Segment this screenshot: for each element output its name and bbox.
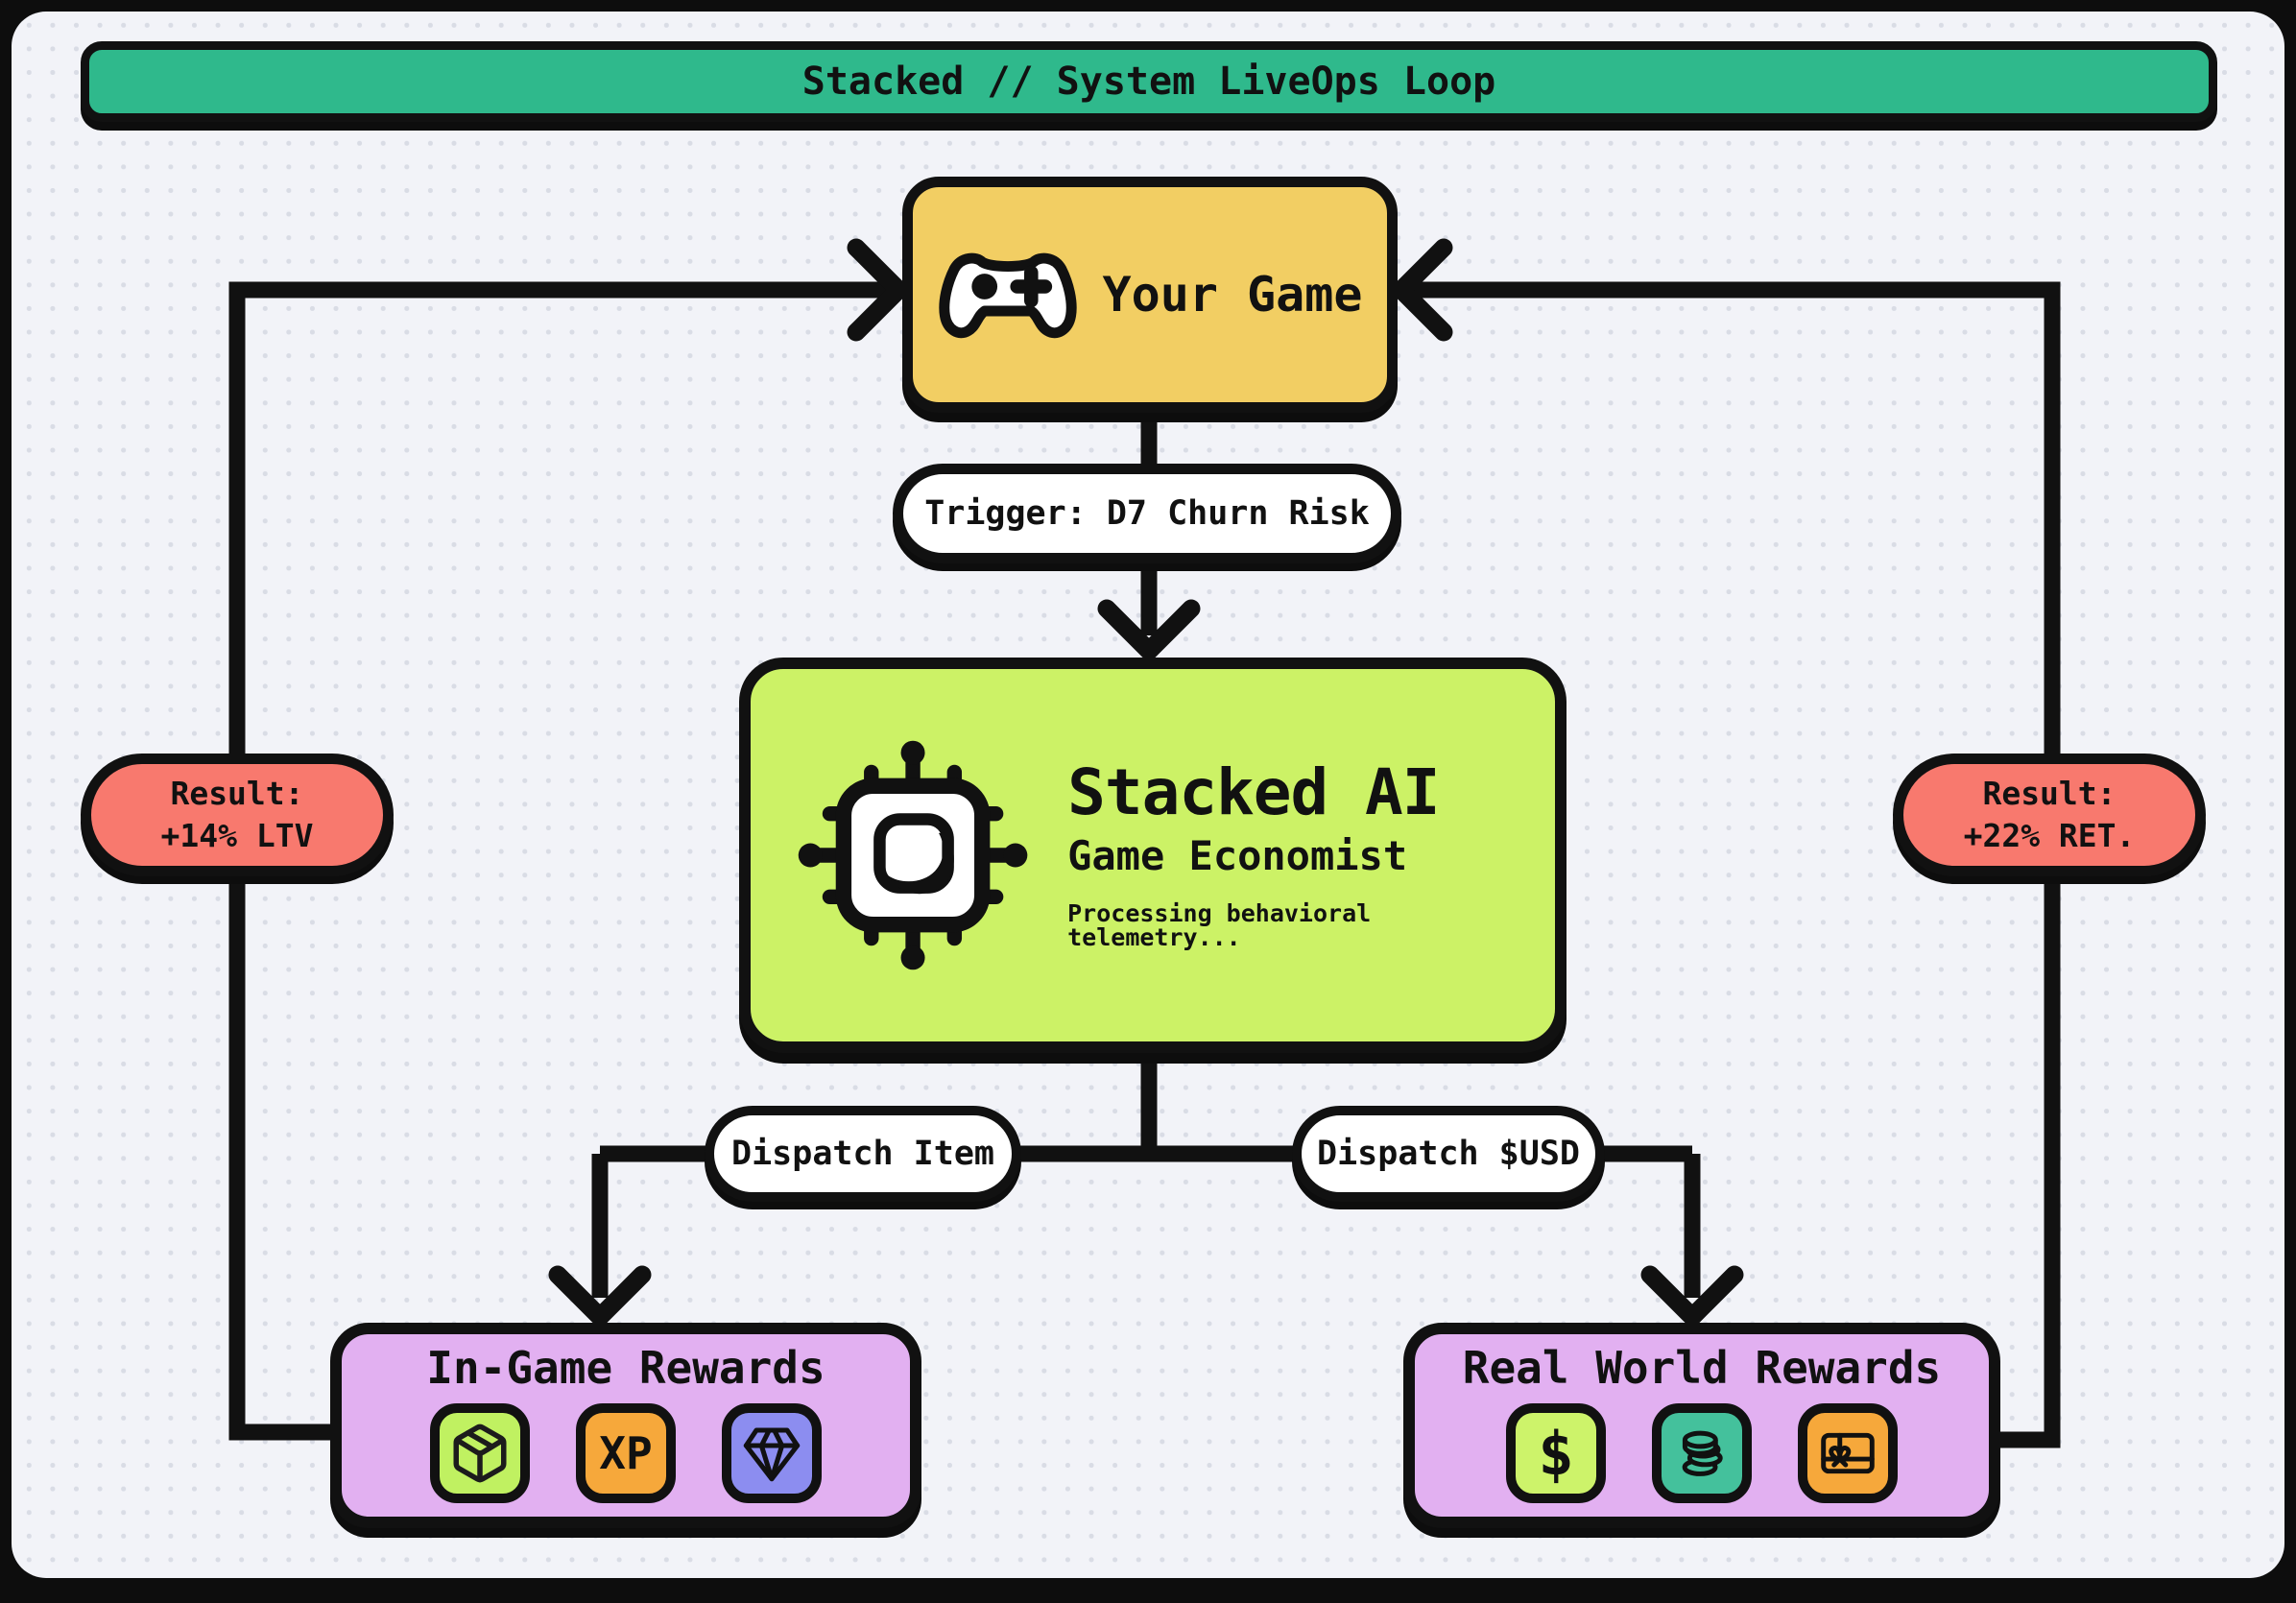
title-banner: Stacked // System LiveOps Loop bbox=[81, 41, 2217, 122]
real-world-rewards-title: Real World Rewards bbox=[1462, 1342, 1942, 1394]
dispatch-item-pill: Dispatch Item bbox=[705, 1106, 1021, 1202]
gamepad-icon bbox=[938, 252, 1077, 339]
result-retention-pill: Result: +22% RET. bbox=[1893, 754, 2206, 876]
cash-reward-tile: $ bbox=[1506, 1403, 1606, 1503]
result-ltv-line1: Result: bbox=[170, 775, 304, 813]
package-icon bbox=[453, 1424, 507, 1483]
result-retention-line2: +22% RET. bbox=[1963, 817, 2136, 854]
your-game-node: Your Game bbox=[902, 177, 1398, 413]
package-reward-tile bbox=[430, 1403, 530, 1503]
your-game-label: Your Game bbox=[1102, 267, 1363, 323]
trigger-label: Trigger: D7 Churn Risk bbox=[924, 494, 1370, 533]
dollar-icon: $ bbox=[1538, 1418, 1574, 1489]
result-ltv-line2: +14% LTV bbox=[160, 817, 314, 854]
real-world-rewards-node: Real World Rewards $ bbox=[1403, 1323, 2000, 1528]
chip-icon bbox=[798, 740, 1028, 970]
in-game-rewards-tiles: XP bbox=[430, 1403, 822, 1503]
dispatch-usd-pill: Dispatch $USD bbox=[1292, 1106, 1605, 1202]
arrowhead-into-realworld bbox=[1640, 1265, 1744, 1327]
arrowhead-into-ai bbox=[1097, 599, 1201, 660]
real-world-rewards-tiles: $ bbox=[1506, 1403, 1898, 1503]
in-game-rewards-node: In-Game Rewards XP bbox=[330, 1323, 921, 1528]
trigger-pill: Trigger: D7 Churn Risk bbox=[893, 464, 1401, 563]
gem-reward-tile bbox=[722, 1403, 822, 1503]
xp-badge: XP bbox=[599, 1427, 653, 1479]
arrowhead-into-game-left bbox=[847, 238, 908, 342]
in-game-rewards-title: In-Game Rewards bbox=[426, 1342, 825, 1394]
gem-icon bbox=[743, 1427, 801, 1482]
coins-icon bbox=[1682, 1430, 1723, 1476]
gift-card-icon bbox=[1821, 1432, 1875, 1474]
title-banner-label: Stacked // System LiveOps Loop bbox=[801, 60, 1496, 104]
stacked-ai-text: Stacked AI Game Economist Processing beh… bbox=[1067, 755, 1555, 951]
stacked-ai-subtitle: Game Economist bbox=[1067, 832, 1408, 879]
result-ltv-pill: Result: +14% LTV bbox=[81, 754, 394, 876]
coins-reward-tile bbox=[1652, 1403, 1752, 1503]
dispatch-usd-label: Dispatch $USD bbox=[1317, 1135, 1580, 1173]
stacked-ai-node: Stacked AI Game Economist Processing beh… bbox=[739, 658, 1567, 1053]
arrowhead-into-ingame bbox=[548, 1265, 652, 1327]
arrowhead-into-game-right bbox=[1392, 238, 1453, 342]
dispatch-item-label: Dispatch Item bbox=[731, 1135, 994, 1173]
stacked-ai-status: Processing behavioral telemetry... bbox=[1067, 899, 1372, 951]
stacked-ai-title: Stacked AI bbox=[1067, 755, 1440, 829]
xp-reward-tile: XP bbox=[576, 1403, 676, 1503]
gift-card-reward-tile bbox=[1798, 1403, 1898, 1503]
result-retention-line1: Result: bbox=[1982, 775, 2117, 813]
